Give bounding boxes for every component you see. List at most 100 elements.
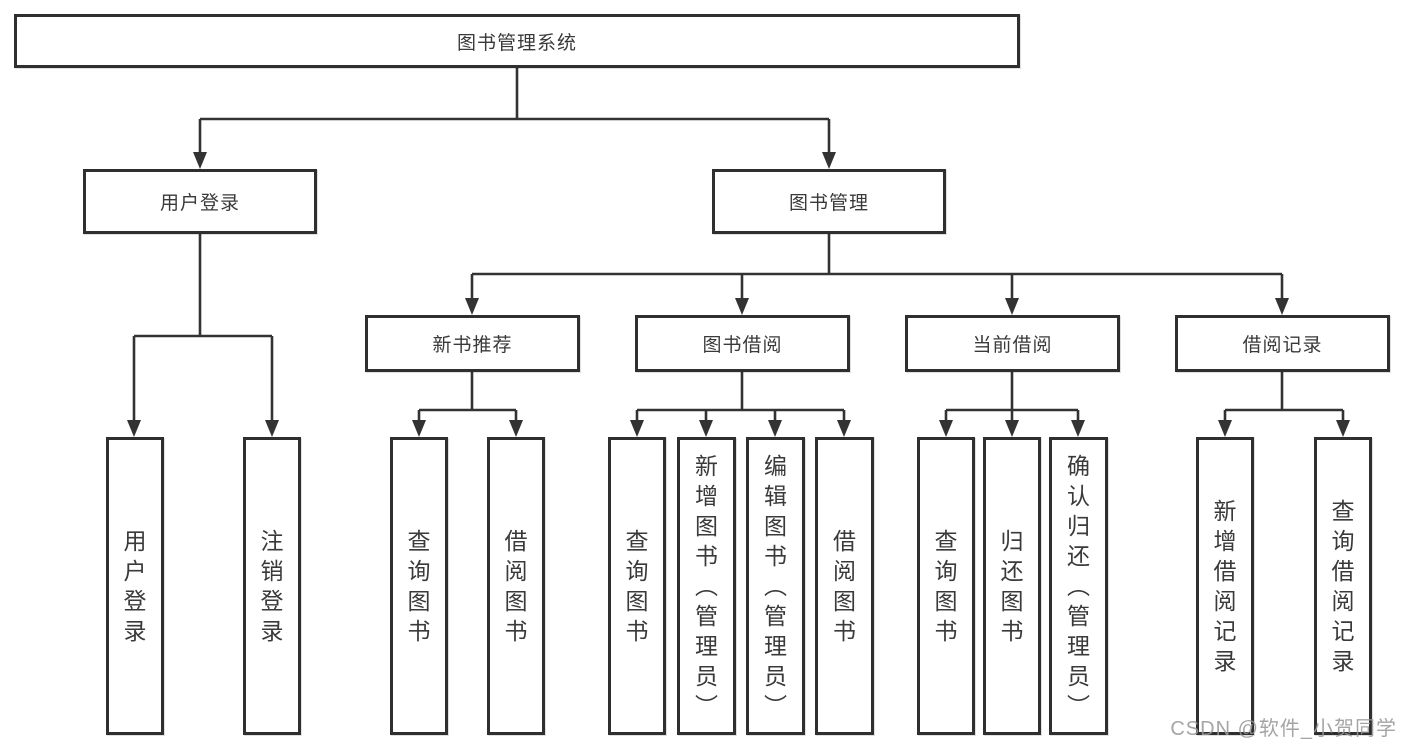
vertical-label-char: 借 [833,528,856,554]
vertical-label-char: 查 [934,528,958,554]
vertical-label-char: 书 [833,618,856,644]
leaf-recommend-borrow-books: 借阅图书 [487,437,545,735]
vertical-label-char: ︵ [764,573,787,599]
leaf-user-login: 用户登录 [106,437,164,735]
vertical-label-char: 录 [1213,648,1237,674]
vertical-label-char: 借 [1331,558,1355,584]
vertical-label-char: ︵ [695,573,718,599]
vertical-label-char: 归 [1067,513,1090,539]
vertical-label-char: 图 [625,588,649,614]
vertical-label-char: 图 [504,588,528,614]
vertical-label-char: 录 [123,618,147,644]
vertical-label-char: 图 [407,588,431,614]
vertical-label-char: 增 [695,483,718,509]
node-book-management: 图书管理 [712,169,946,234]
vertical-label-char: 阅 [1331,588,1355,614]
vertical-label-char: 新 [1213,498,1237,524]
vertical-label-char: 还 [1067,543,1090,569]
node-label: 当前借阅 [972,335,1053,356]
vertical-label-char: 增 [1213,528,1237,554]
node-label: 新书推荐 [432,335,513,356]
vertical-label-char: 询 [934,558,958,584]
node-current-borrowing: 当前借阅 [905,315,1120,372]
leaf-query-borrow-record: 查询借阅记录 [1314,437,1372,735]
node-label: 图书管理 [788,193,869,214]
vertical-label-char: 户 [123,558,147,584]
vertical-label-char: 销 [260,558,284,584]
vertical-label-char: 还 [1000,558,1024,584]
vertical-label-char: ︶ [764,693,787,719]
node-root-library-system: 图书管理系统 [14,14,1020,68]
vertical-label-char: 登 [260,588,284,614]
vertical-label-char: 阅 [833,558,856,584]
leaf-add-books-admin: 新增图书 ︵ 管理员 ︶ [677,437,736,735]
vertical-label-char: 记 [1213,618,1237,644]
vertical-label-char: 编 [764,453,787,479]
vertical-label-char: 查 [407,528,431,554]
vertical-label-char: 归 [1000,528,1024,554]
vertical-label-char: 理 [764,633,787,659]
vertical-label-char: 书 [407,618,431,644]
vertical-label-char: 书 [934,618,958,644]
node-label: 用户登录 [159,193,240,214]
vertical-label-char: ︶ [1067,693,1090,719]
vertical-label-char: 员 [695,663,718,689]
vertical-label-char: 管 [764,603,787,629]
arrowhead-icons [127,152,1350,437]
vertical-label-char: 图 [1000,588,1024,614]
vertical-label-char: ︶ [695,693,718,719]
vertical-label-char: 书 [625,618,649,644]
vertical-label-char: 图 [764,513,787,539]
vertical-label-char: 询 [1331,528,1355,554]
leaf-confirm-return-admin: 确认归还 ︵ 管理员 ︶ [1049,437,1108,735]
vertical-label-char: 查 [1331,498,1355,524]
vertical-label-char: 理 [695,633,718,659]
vertical-label-char: 书 [504,618,528,644]
vertical-label-char: 管 [1067,603,1090,629]
vertical-label-char: 借 [504,528,528,554]
node-user-login: 用户登录 [83,169,317,234]
leaf-current-query-books: 查询图书 [917,437,975,735]
vertical-label-char: 书 [695,543,718,569]
vertical-label-char: 管 [695,603,718,629]
leaf-return-books: 归还图书 [983,437,1041,735]
vertical-label-char: 查 [625,528,649,554]
vertical-label-char: 确 [1067,453,1090,479]
vertical-label-char: 录 [260,618,284,644]
node-borrowing-records: 借阅记录 [1175,315,1390,372]
vertical-label-char: 注 [260,528,284,554]
node-label: 图书借阅 [702,335,783,356]
vertical-label-char: 图 [934,588,958,614]
vertical-label-char: 借 [1213,558,1237,584]
vertical-label-char: 图 [695,513,718,539]
node-label: 图书管理系统 [456,32,577,54]
leaf-add-borrow-record: 新增借阅记录 [1196,437,1254,735]
leaf-recommend-query-books: 查询图书 [390,437,448,735]
vertical-label-char: 新 [695,453,718,479]
vertical-label-char: 录 [1331,648,1355,674]
vertical-label-char: 阅 [1213,588,1237,614]
vertical-label-char: 记 [1331,618,1355,644]
vertical-label-char: 书 [764,543,787,569]
vertical-label-char: 登 [123,588,147,614]
csdn-watermark: CSDN @软件_小贺同学 [1170,718,1397,740]
vertical-label-char: ︵ [1067,573,1090,599]
vertical-label-char: 员 [1067,663,1090,689]
node-book-borrowing: 图书借阅 [635,315,850,372]
vertical-label-char: 图 [833,588,856,614]
vertical-label-char: 辑 [764,483,787,509]
leaf-borrow-books: 借阅图书 [815,437,874,735]
vertical-label-char: 员 [764,663,787,689]
node-new-book-recommend: 新书推荐 [365,315,580,372]
vertical-label-char: 用 [123,528,147,554]
node-label: 借阅记录 [1242,335,1323,356]
vertical-label-char: 认 [1067,483,1090,509]
leaf-borrow-query-books: 查询图书 [608,437,666,735]
vertical-label-char: 询 [407,558,431,584]
vertical-label-char: 询 [625,558,649,584]
vertical-label-char: 书 [1000,618,1024,644]
vertical-label-char: 理 [1067,633,1090,659]
leaf-edit-books-admin: 编辑图书 ︵ 管理员 ︶ [746,437,805,735]
